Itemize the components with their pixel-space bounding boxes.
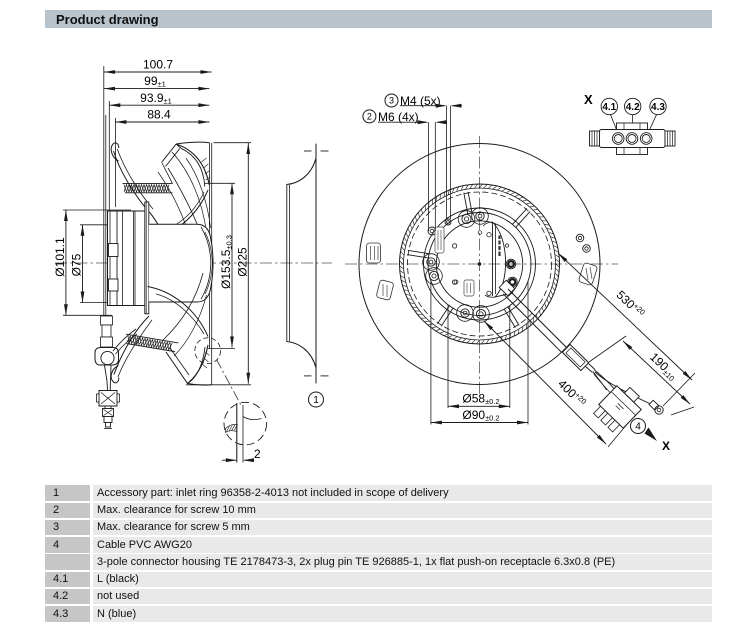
svg-text:X: X bbox=[662, 439, 670, 453]
svg-text:M6 (4x): M6 (4x) bbox=[378, 110, 419, 124]
svg-text:Ø58±0.2: Ø58±0.2 bbox=[462, 392, 499, 407]
svg-text:X: X bbox=[584, 92, 593, 107]
svg-text:93.9±1: 93.9±1 bbox=[140, 91, 172, 106]
svg-text:Ø90±0.2: Ø90±0.2 bbox=[462, 408, 499, 423]
svg-text:2: 2 bbox=[254, 447, 261, 461]
svg-text:190±10: 190±10 bbox=[646, 350, 680, 383]
svg-text:Ø101.1: Ø101.1 bbox=[53, 237, 67, 277]
svg-text:M4 (5x): M4 (5x) bbox=[400, 94, 441, 108]
svg-text:530+20: 530+20 bbox=[614, 288, 647, 321]
svg-text:4.3: 4.3 bbox=[651, 102, 665, 113]
svg-text:3: 3 bbox=[389, 96, 394, 106]
svg-text:4.1: 4.1 bbox=[602, 102, 616, 113]
svg-text:4.2: 4.2 bbox=[626, 102, 640, 113]
svg-text:2: 2 bbox=[367, 112, 372, 122]
svg-text:Ø153.5±0.3: Ø153.5±0.3 bbox=[219, 235, 234, 289]
svg-text:1: 1 bbox=[313, 395, 319, 406]
svg-text:88.4: 88.4 bbox=[147, 108, 171, 122]
svg-text:100.7: 100.7 bbox=[143, 58, 173, 72]
svg-text:400+20: 400+20 bbox=[555, 377, 588, 410]
svg-text:Ø75: Ø75 bbox=[70, 253, 84, 276]
svg-text:Ø225: Ø225 bbox=[236, 247, 250, 277]
svg-text:99±1: 99±1 bbox=[144, 74, 166, 89]
svg-text:4: 4 bbox=[635, 422, 641, 433]
